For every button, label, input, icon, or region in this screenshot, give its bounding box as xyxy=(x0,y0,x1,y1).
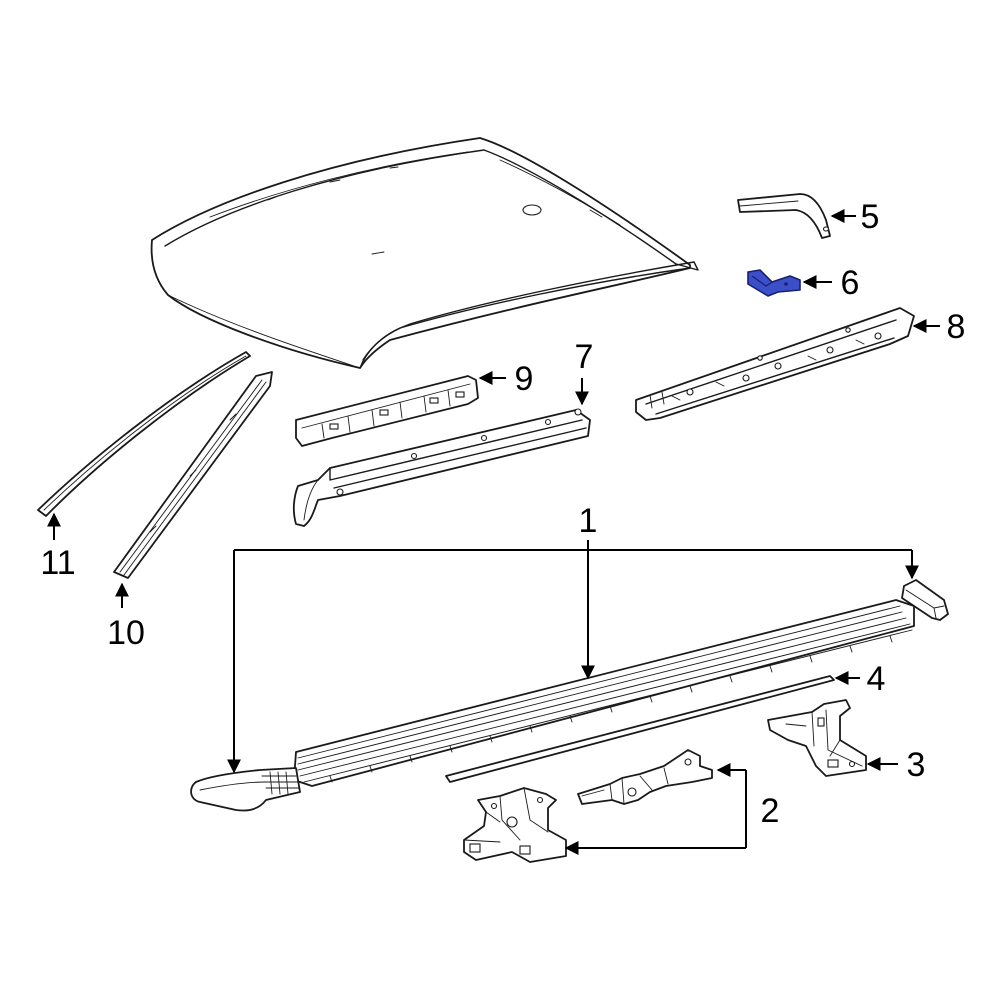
part-7-rocker-panel[interactable] xyxy=(292,408,591,527)
part-1-right-end-cap[interactable] xyxy=(901,579,949,621)
leader-lines xyxy=(47,209,940,855)
callout-8[interactable]: 8 xyxy=(947,308,966,346)
callout-10[interactable]: 10 xyxy=(107,614,145,652)
part-8-rocker-reinforcement[interactable] xyxy=(635,307,915,421)
part-10-drip-molding[interactable] xyxy=(113,371,273,579)
callout-3[interactable]: 3 xyxy=(907,746,926,784)
part-9-reinforcement-bracket[interactable] xyxy=(295,375,479,447)
part-11-roof-molding[interactable] xyxy=(37,351,251,517)
part-2-front-bracket[interactable] xyxy=(463,787,567,863)
callout-6[interactable]: 6 xyxy=(841,264,860,302)
callout-7[interactable]: 7 xyxy=(575,338,594,376)
callout-1[interactable]: 1 xyxy=(579,502,598,540)
roof-panel[interactable] xyxy=(150,137,699,369)
callout-2[interactable]: 2 xyxy=(761,792,780,830)
callout-9[interactable]: 9 xyxy=(515,360,534,398)
part-2-motor-assembly[interactable] xyxy=(577,749,713,805)
part-3-bracket[interactable] xyxy=(767,699,867,777)
callout-numbers: 1 2 3 4 5 6 7 8 9 10 11 xyxy=(40,198,965,830)
part-4-rod[interactable] xyxy=(445,675,835,783)
callout-5[interactable]: 5 xyxy=(861,198,880,236)
part-5-bracket[interactable] xyxy=(737,193,831,239)
part-6-bracket-highlighted[interactable] xyxy=(747,269,801,297)
part-1-left-end-cap[interactable] xyxy=(190,767,301,812)
callout-11[interactable]: 11 xyxy=(40,544,75,582)
callout-4[interactable]: 4 xyxy=(867,660,886,698)
